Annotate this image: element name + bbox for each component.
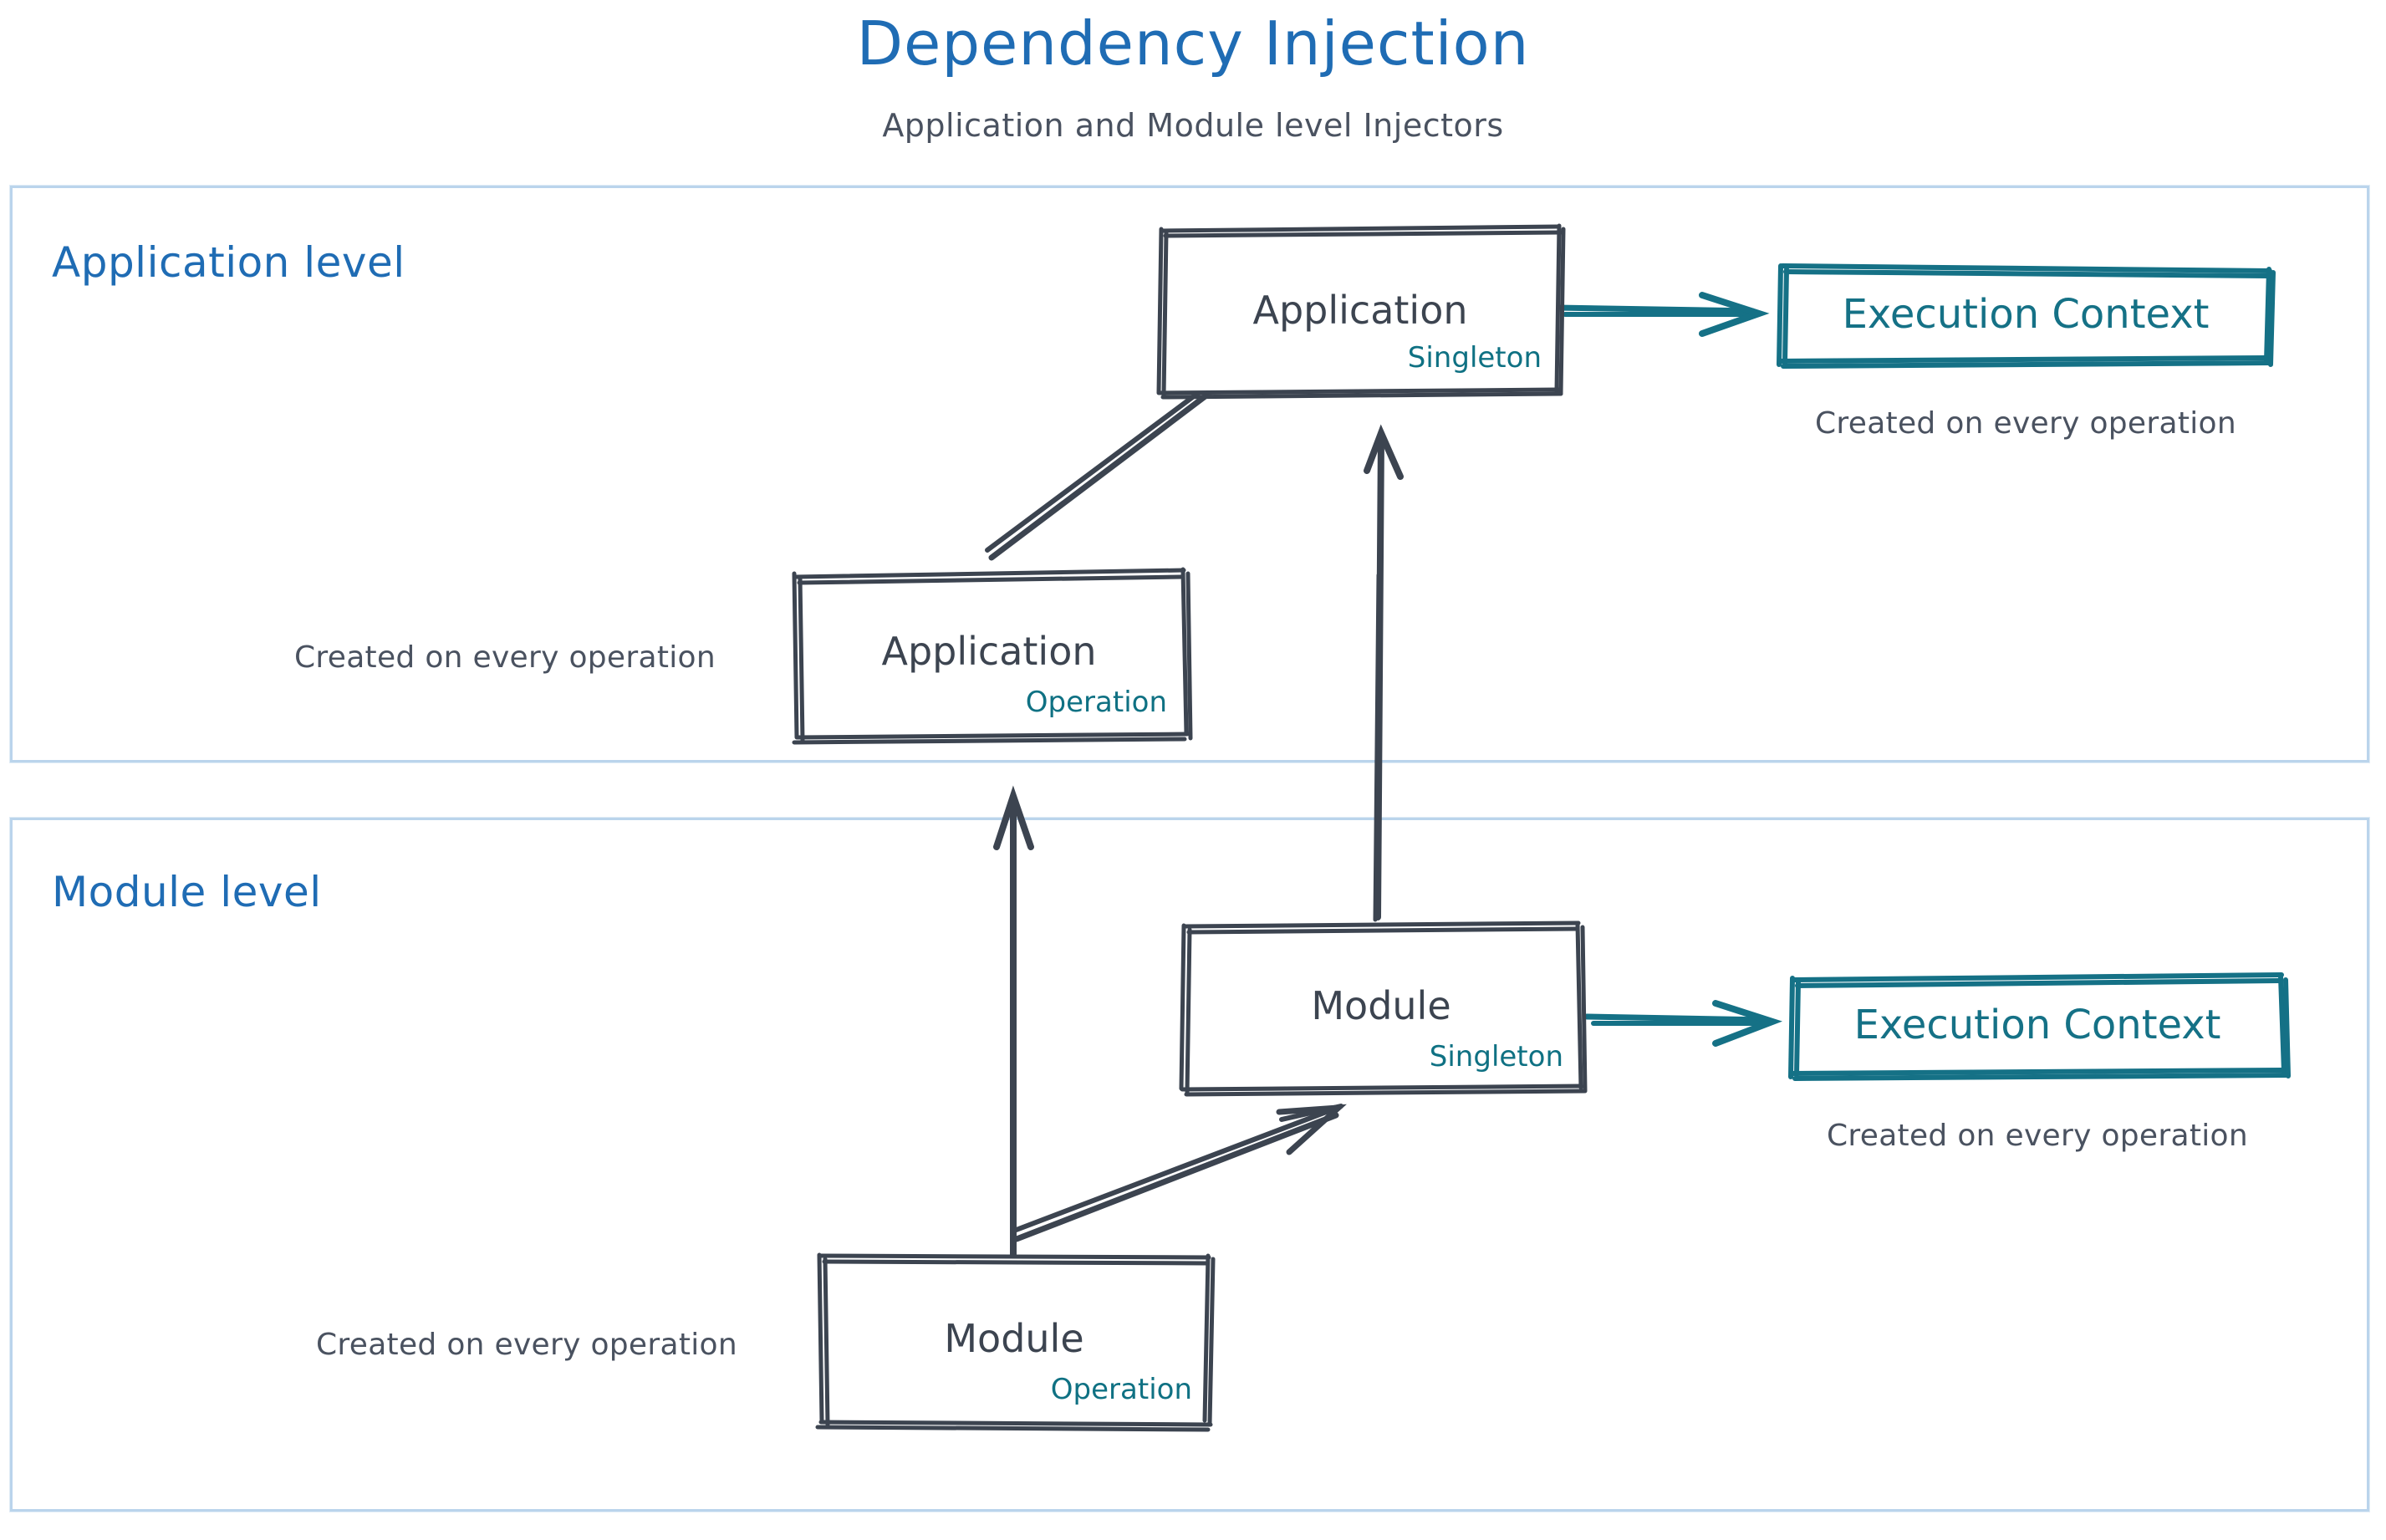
- node-title: Module: [944, 1316, 1084, 1361]
- node-scope-label: Singleton: [1429, 1040, 1563, 1073]
- node-scope-label: Singleton: [1407, 341, 1542, 375]
- node-title: Execution Context: [1853, 1002, 2221, 1048]
- node-module-execution-context[interactable]: Execution Context: [1788, 972, 2291, 1081]
- page-subtitle: Application and Module level Injectors: [882, 107, 1504, 144]
- node-module-singleton[interactable]: Module Singleton: [1179, 920, 1588, 1097]
- node-scope-label: Operation: [1050, 1373, 1192, 1406]
- node-application-operation[interactable]: Application Operation: [792, 567, 1193, 745]
- caption-module-operation: Created on every operation: [316, 1328, 737, 1362]
- lane-label-application-level: Application level: [52, 238, 405, 287]
- node-title: Application: [881, 629, 1097, 674]
- node-title: Execution Context: [1842, 291, 2210, 338]
- node-application-singleton[interactable]: Application Singleton: [1156, 223, 1566, 400]
- node-module-operation[interactable]: Module Operation: [815, 1252, 1216, 1432]
- node-application-execution-context[interactable]: Execution Context: [1777, 263, 2276, 369]
- node-title: Module: [1311, 983, 1451, 1028]
- caption-module-execution-context: Created on every operation: [1827, 1119, 2248, 1153]
- node-scope-label: Operation: [1025, 686, 1167, 719]
- caption-application-operation: Created on every operation: [294, 640, 716, 675]
- node-title: Application: [1252, 288, 1468, 333]
- page-title: Dependency Injection: [856, 8, 1530, 79]
- lane-label-module-level: Module level: [52, 868, 322, 916]
- caption-application-execution-context: Created on every operation: [1815, 406, 2236, 441]
